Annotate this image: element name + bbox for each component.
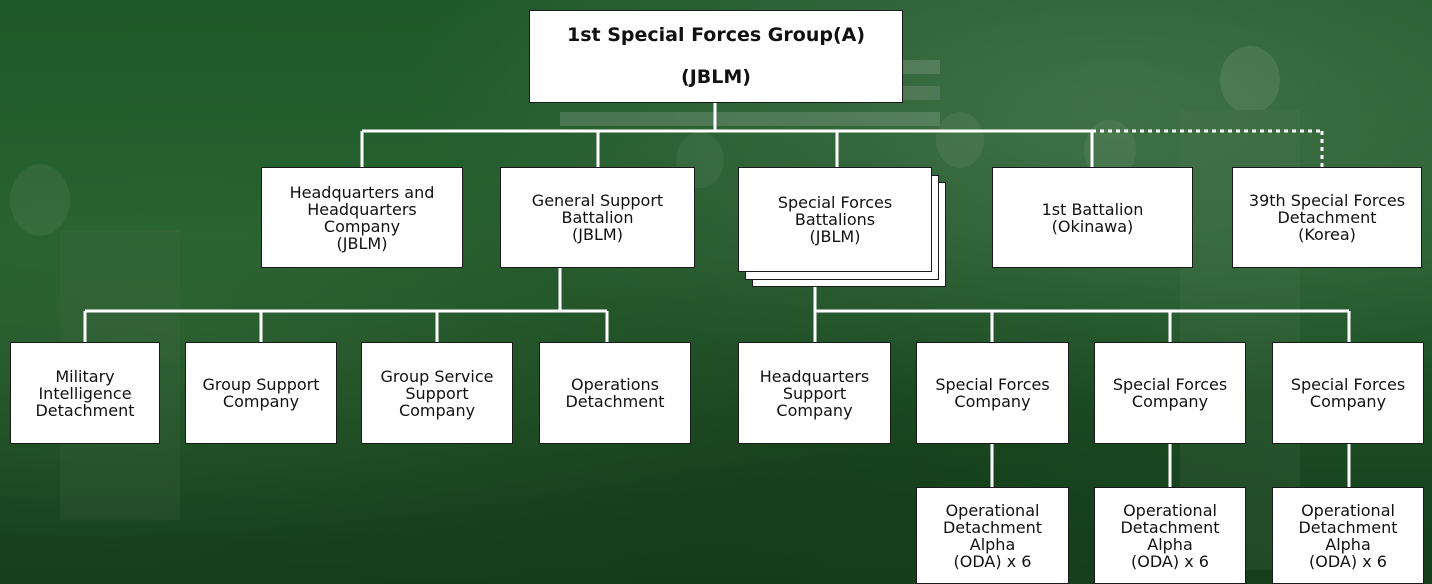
node-39th-sf-detachment: 39th Special Forces Detachment (Korea) [1232,167,1422,268]
node-sf-company-3: Special Forces Company [1272,342,1424,444]
node-sf-company-2: Special Forces Company [1094,342,1246,444]
node-oda-1: Operational Detachment Alpha (ODA) x 6 [916,487,1069,584]
node-group-service-support-company: Group Service Support Company [361,342,513,444]
root-title: 1st Special Forces Group(A) [566,24,866,46]
node-sf-company-1: Special Forces Company [916,342,1069,444]
root-node: 1st Special Forces Group(A) (JBLM) [529,10,903,103]
node-operations-detachment: Operations Detachment [539,342,691,444]
node-headquarters-support-company: Headquarters Support Company [738,342,891,444]
node-special-forces-battalions: Special Forces Battalions (JBLM) [738,167,932,272]
node-military-intelligence-detachment: Military Intelligence Detachment [10,342,160,444]
root-location: (JBLM) [681,66,751,88]
node-oda-3: Operational Detachment Alpha (ODA) x 6 [1272,487,1424,584]
node-general-support-battalion: General Support Battalion (JBLM) [500,167,695,268]
node-group-support-company: Group Support Company [185,342,337,444]
node-oda-2: Operational Detachment Alpha (ODA) x 6 [1094,487,1246,584]
node-hhc: Headquarters and Headquarters Company (J… [261,167,463,268]
node-1st-battalion: 1st Battalion (Okinawa) [992,167,1193,268]
